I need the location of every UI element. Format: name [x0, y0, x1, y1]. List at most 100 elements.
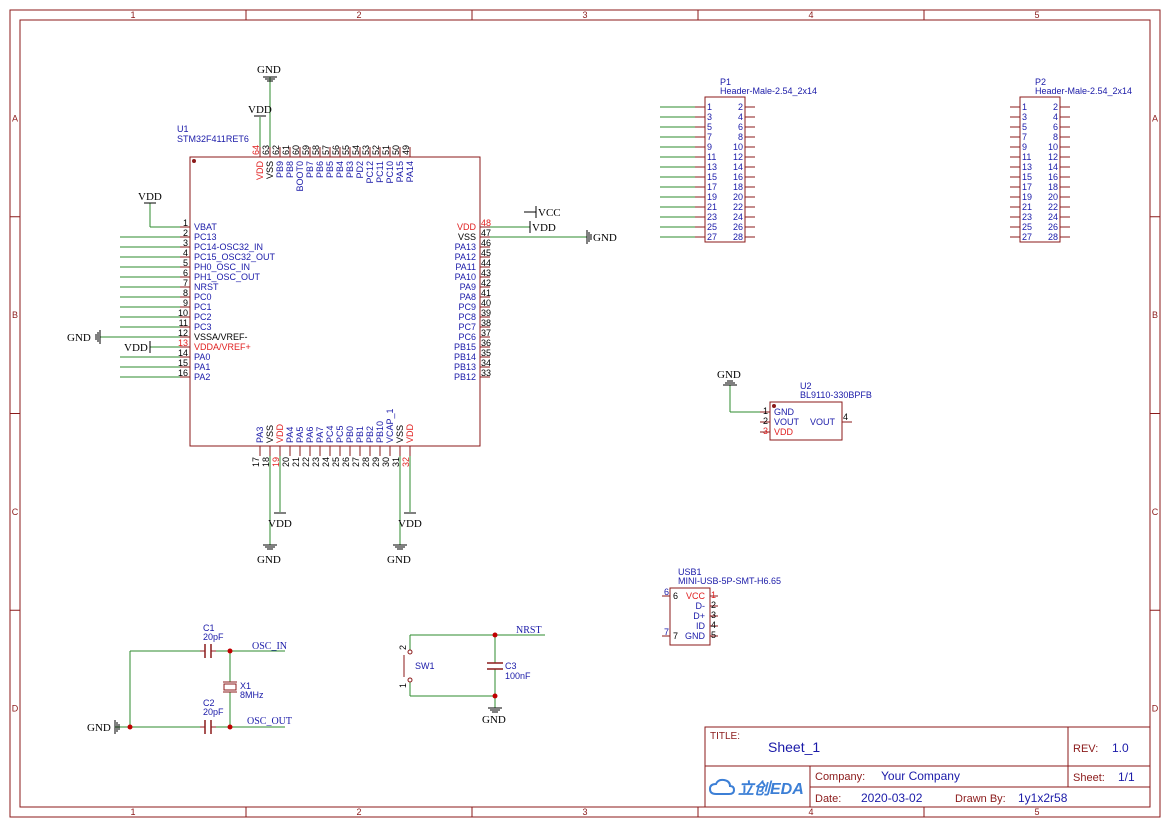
p2-pin-number: 27: [1022, 232, 1032, 242]
u1-pin-name: NRST: [194, 282, 219, 292]
u1-pin-number: 33: [481, 368, 491, 378]
sheet-title: Sheet_1: [768, 739, 820, 755]
u1-pin-name: PA1: [194, 362, 210, 372]
u1-pin-name: PC15_OSC32_OUT: [194, 252, 276, 262]
u1-pin-number: 64: [251, 145, 261, 155]
u1-pin-number: 24: [321, 457, 331, 467]
u1-pin-name: PB7: [305, 161, 315, 178]
sw1-switch[interactable]: SW1 2 1: [398, 645, 435, 688]
usb1-pin-number: 5: [711, 630, 716, 640]
u1-pin-name: PB9: [275, 161, 285, 178]
u1-pin-number: 42: [481, 278, 491, 288]
gnd-label: GND: [257, 554, 281, 566]
u1-pin-name: PB13: [454, 362, 476, 372]
p2-pin-number: 15: [1022, 172, 1032, 182]
usb1-value: MINI-USB-5P-SMT-H6.65: [678, 576, 781, 586]
vdd-label: VDD: [398, 518, 422, 530]
p2-pin-number: 23: [1022, 212, 1032, 222]
u2-pin-number: 1: [763, 406, 768, 416]
u2-value: BL9110-330BPFB: [800, 390, 872, 400]
p2-pin-number: 11: [1022, 152, 1031, 162]
c3-value: 100nF: [505, 671, 531, 681]
u1-pin-number: 15: [178, 358, 188, 368]
u1-pin-number: 1: [183, 218, 188, 228]
p1-pin-number: 21: [707, 202, 717, 212]
p2-ref: P2: [1035, 77, 1046, 87]
vdd-label: VDD: [532, 222, 556, 234]
u1-pin-name: PA10: [455, 272, 476, 282]
u1-pin-name: PA12: [455, 252, 476, 262]
u1-pin-name: PC8: [458, 312, 476, 322]
u1-pin-name: VDD: [457, 222, 477, 232]
sw1-ref: SW1: [415, 661, 435, 671]
reset-junctions: [492, 632, 498, 699]
u1-pin-number: 40: [481, 298, 491, 308]
p1-pin-number: 7: [707, 132, 712, 142]
u1-pin-name: VBAT: [194, 222, 217, 232]
u1-pin-number: 53: [361, 145, 371, 155]
p1-value: Header-Male-2.54_2x14: [720, 86, 817, 96]
u1-pin-number: 59: [301, 145, 311, 155]
u1-pin-number: 60: [291, 145, 301, 155]
vdd-symbol-bottom-right: VDD: [398, 512, 422, 530]
u1-pin-name: VSS: [458, 232, 476, 242]
c1-ref: C1: [203, 623, 215, 633]
p2-pin-number: 4: [1053, 112, 1058, 122]
p1-pin-number: 22: [733, 202, 743, 212]
u1-pin-name: PA13: [455, 242, 476, 252]
frame-row-label-right: C: [1152, 507, 1159, 517]
usb1-pin-number: 1: [711, 590, 716, 600]
u1-pin-name: PC7: [458, 322, 476, 332]
p1-pin-number: 13: [707, 162, 717, 172]
frame-col-label-bottom: 4: [808, 807, 813, 817]
p1-ref: P1: [720, 77, 731, 87]
usb1-component[interactable]: USB1 MINI-USB-5P-SMT-H6.65 1VCC2D-3D+4ID…: [662, 567, 781, 646]
vdd-symbol-top: VDD: [248, 104, 272, 117]
u1-pin-name: PA15: [395, 161, 405, 182]
u1-pin-name: PB3: [345, 161, 355, 178]
u1-pin-number: 49: [401, 145, 411, 155]
u1-pin-name: PC5: [335, 425, 345, 443]
p1-pin-number: 5: [707, 122, 712, 132]
usb1-pin-number: 6: [664, 587, 669, 597]
p1-component[interactable]: P1 Header-Male-2.54_2x14 135791113151719…: [660, 77, 817, 243]
u2-pin-name: VOUT: [774, 417, 800, 427]
usb1-pin-name: VCC: [686, 591, 706, 601]
u1-pin-number: 58: [311, 145, 321, 155]
u1-pin-number: 3: [183, 238, 188, 248]
p2-value: Header-Male-2.54_2x14: [1035, 86, 1132, 96]
c3-capacitor[interactable]: C3 100nF: [487, 661, 531, 681]
u1-pin-number: 38: [481, 318, 491, 328]
u1-pin-name: PA6: [305, 427, 315, 443]
c1-capacitor[interactable]: C1 20pF: [200, 623, 224, 658]
usb1-pin-number: 2: [711, 600, 716, 610]
u1-pin-number: 8: [183, 288, 188, 298]
u1-pin-name: PC4: [325, 425, 335, 443]
vcc-symbol-right: VCC VDD: [524, 206, 561, 234]
u1-pin-name: PA9: [460, 282, 476, 292]
osc-in-netlabel: OSC_IN: [252, 641, 287, 652]
x1-crystal[interactable]: X1 8MHz: [223, 681, 264, 700]
c2-capacitor[interactable]: C2 20pF: [200, 698, 224, 734]
cloud-icon: [708, 778, 736, 795]
u1-pin-number: 16: [178, 368, 188, 378]
usb1-pin-number: 3: [711, 610, 716, 620]
p2-component[interactable]: P2 Header-Male-2.54_2x14 135791113151719…: [1010, 77, 1132, 243]
u1-pin-name: PC6: [458, 332, 476, 342]
p2-pin-number: 3: [1022, 112, 1027, 122]
rev-label: REV:: [1073, 743, 1098, 755]
rev-value: 1.0: [1112, 741, 1129, 755]
u1-pin-name: VSS: [265, 425, 275, 443]
p2-pin-number: 8: [1053, 132, 1058, 142]
gnd-symbol-bottom-right: GND: [387, 544, 411, 566]
title-block: TITLE: Sheet_1 REV: 1.0 Company: Your Co…: [704, 726, 1151, 808]
vdd-label: VDD: [248, 104, 272, 116]
usb1-pin-label: 7: [673, 631, 678, 641]
u1-pin-name: PB12: [454, 372, 476, 382]
p1-pin-number: 9: [707, 142, 712, 152]
